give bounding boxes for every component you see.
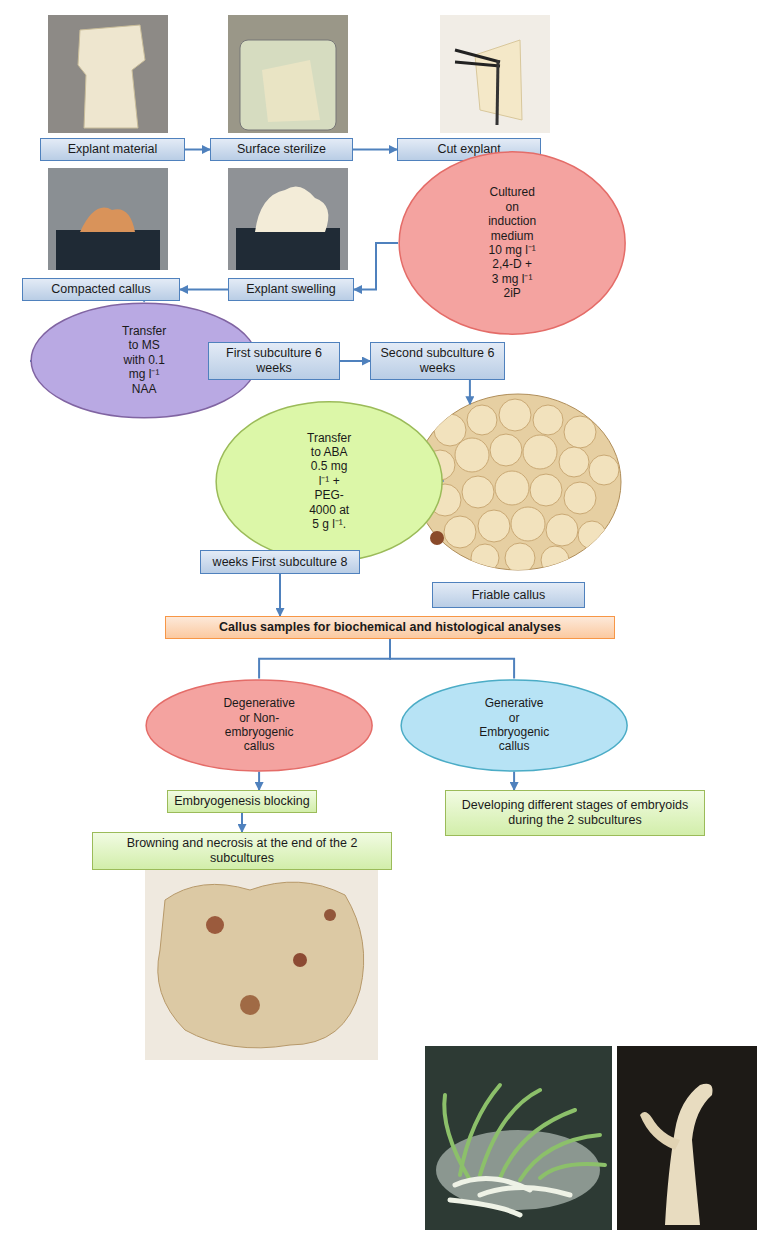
white-roots xyxy=(450,1179,570,1215)
node-text: First subculture 6 weeks xyxy=(215,346,333,376)
embryoid-branch xyxy=(640,1112,680,1150)
process-box: Embryogenesis blocking xyxy=(167,790,317,813)
process-box: weeks First subculture 8 xyxy=(200,550,360,574)
flow-arrow xyxy=(180,289,228,291)
photo-plantlets xyxy=(425,1046,612,1230)
necrosis xyxy=(324,909,336,921)
flow-arrow xyxy=(513,772,515,791)
node-text: Explant swelling xyxy=(246,282,336,297)
node-text: Explant material xyxy=(68,142,158,157)
process-box: Explant material xyxy=(40,138,185,161)
ellipse-step: Generative or Embryogenic callus xyxy=(400,679,628,772)
embryoid xyxy=(665,1084,713,1225)
photo-label-group: Friable callus xyxy=(415,394,621,608)
photo-explant xyxy=(48,15,168,133)
callus-mass xyxy=(158,882,364,1048)
process-box: Second subculture 6 weeks xyxy=(370,342,505,380)
caption-box: Friable callus xyxy=(432,582,585,608)
flow-arrow xyxy=(279,574,281,616)
photo-compacted xyxy=(48,168,168,270)
process-box: Callus samples for biochemical and histo… xyxy=(165,616,615,639)
node-text: Embryogenesis blocking xyxy=(174,794,310,809)
photo-cut xyxy=(440,15,550,133)
explant-block xyxy=(78,25,145,128)
jar xyxy=(240,40,336,130)
process-box: Compacted callus xyxy=(22,278,180,301)
necrosis xyxy=(293,953,307,967)
ellipse-step: Cultured on induction medium 10 mg l⁻¹ 2… xyxy=(398,150,626,336)
node-text: Compacted callus xyxy=(51,282,150,297)
callus xyxy=(80,208,135,232)
shoots xyxy=(444,1085,605,1180)
node-text: Generative or Embryogenic callus xyxy=(479,696,549,754)
ellipse-step: Degenerative or Non-embryogenic callus xyxy=(145,679,373,772)
node-text: Developing different stages of embryoids… xyxy=(452,798,698,828)
blade xyxy=(497,60,498,125)
node-text: Cultured on induction medium 10 mg l⁻¹ 2… xyxy=(488,185,536,300)
flow-arrow xyxy=(469,380,471,404)
medium xyxy=(236,228,340,270)
node-text: Degenerative or Non-embryogenic callus xyxy=(223,696,294,754)
necrosis xyxy=(206,916,224,934)
node-text: Transfer to MS with 0.1 mg l⁻¹ NAA xyxy=(122,324,166,396)
process-box: Explant swelling xyxy=(228,278,354,301)
process-box: Browning and necrosis at the end of the … xyxy=(92,832,392,870)
tweezers xyxy=(455,50,500,62)
photo-necrotic-callus xyxy=(145,870,378,1060)
flow-arrow xyxy=(353,149,397,151)
explant-in-jar xyxy=(262,60,320,122)
flow-arrow xyxy=(390,639,514,679)
flow-arrow xyxy=(354,243,398,290)
medium xyxy=(56,230,160,270)
flow-arrow xyxy=(185,149,210,151)
tweezers xyxy=(455,62,500,66)
node-text: Browning and necrosis at the end of the … xyxy=(99,836,385,866)
swollen-explant xyxy=(255,186,328,232)
callus-nodules xyxy=(425,399,619,574)
flow-arrow xyxy=(259,639,390,679)
brown-spot xyxy=(430,531,444,545)
photo-embryoid xyxy=(617,1046,757,1230)
process-box: First subculture 6 weeks xyxy=(208,342,340,380)
ellipse-step: Transfer to ABA 0.5 mg l⁻¹ + PEG-4000 at… xyxy=(215,400,443,563)
node-text: Friable callus xyxy=(472,588,546,603)
photo-swelling xyxy=(228,168,348,270)
node-text: weeks First subculture 8 xyxy=(213,555,348,570)
node-text: Transfer to ABA 0.5 mg l⁻¹ + PEG-4000 at… xyxy=(307,431,351,532)
process-box: Surface sterilize xyxy=(210,138,353,161)
node-text: Callus samples for biochemical and histo… xyxy=(219,620,561,635)
process-box: Developing different stages of embryoids… xyxy=(445,790,705,836)
flow-arrow xyxy=(258,772,260,791)
necrosis xyxy=(240,995,260,1015)
flow-arrow xyxy=(340,360,370,362)
flow-arrow xyxy=(241,813,243,832)
node-text: Surface sterilize xyxy=(237,142,326,157)
node-text: Second subculture 6 weeks xyxy=(377,346,498,376)
photo-sterilize xyxy=(228,15,348,133)
